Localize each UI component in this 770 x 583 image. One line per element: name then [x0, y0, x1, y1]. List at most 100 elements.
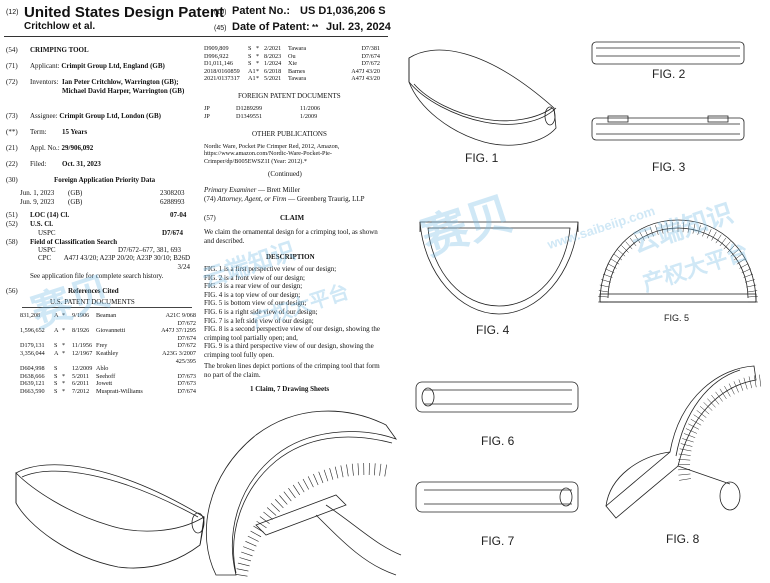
description-text: is a third perspective view of our desig…	[204, 342, 374, 359]
fig7-drawing	[415, 481, 579, 513]
description-text: is bottom view of our design;	[222, 299, 307, 308]
fig3-drawing	[591, 115, 745, 141]
description-text: is a right side view of our design;	[222, 308, 318, 316]
fig8-label: FIG. 8	[666, 532, 700, 546]
reference-star: *	[62, 350, 66, 357]
description-line: FIG. 2 is a front view of our design;	[204, 274, 384, 283]
reference-kind: S	[248, 52, 252, 60]
reference-num: D663,590	[20, 388, 45, 395]
field-uspc-label: USPC	[38, 246, 56, 254]
reference-num: D604,998	[20, 365, 45, 373]
refs-sub: U.S. PATENT DOCUMENTS	[50, 298, 135, 306]
foreign-heading: FOREIGN PATENT DOCUMENTS	[238, 92, 341, 100]
fig1-drawing	[408, 49, 557, 146]
priority-country-1: (GB)	[68, 189, 83, 197]
reference-cls: A47J 43/20	[351, 67, 380, 75]
description-line: FIG. 8 is a second perspective view of o…	[204, 325, 384, 342]
description-fig: FIG. 1	[204, 265, 223, 273]
patent-no-label: Patent No.:	[232, 5, 291, 17]
field-cpc: A47J 43/20; A23P 20/20; A23P 30/10; B26D…	[63, 254, 190, 271]
reference-star: *	[256, 45, 260, 52]
reference-date: 8/2023	[264, 52, 282, 60]
reference-cls: D7/674	[177, 334, 196, 342]
reference-star: *	[256, 52, 260, 60]
description-text: is a first perspective view of our desig…	[222, 265, 337, 273]
description-line: FIG. 1 is a first perspective view of ou…	[204, 265, 384, 274]
description-heading: DESCRIPTION	[266, 253, 315, 261]
us-class-uspc-label: USPC	[38, 229, 56, 237]
reference-kind: A	[54, 327, 59, 335]
attorney: (74) Attorney, Agent, or Firm — Greenber…	[204, 195, 365, 203]
description-line: FIG. 6 is a right side view of our desig…	[204, 308, 384, 317]
reference-cls: D7/673	[177, 380, 196, 388]
reference-cls: D7/674	[177, 388, 196, 395]
fig7-label: FIG. 7	[481, 534, 515, 548]
reference-star: *	[62, 380, 66, 388]
inventor-short: Critchlow et al.	[24, 21, 96, 32]
reference-cls: D7/672	[177, 342, 196, 350]
reference-cls: A47J 37/1295	[161, 327, 196, 335]
other-continued: (Continued)	[268, 170, 302, 178]
reference-kind: S	[248, 45, 252, 52]
reference-num: 3,356,044	[20, 350, 45, 357]
reference-num: 2018/0160859	[204, 67, 240, 75]
claim-heading: CLAIM	[280, 214, 305, 222]
reference-num: 1,596,652	[20, 327, 45, 335]
reference-name: Beaman	[96, 312, 117, 319]
reference-num: D1,011,146	[204, 60, 233, 68]
fig4-drawing	[419, 221, 579, 315]
reference-kind: S	[54, 365, 58, 373]
patent-date: Jul. 23, 2024	[326, 21, 391, 33]
field-uspc: D7/672–677, 381, 693	[118, 246, 181, 254]
priority-country-2: (GB)	[68, 198, 83, 206]
foreign-date-2: 1/2009	[300, 113, 318, 120]
reference-star: *	[62, 327, 66, 335]
reference-date: 6/2018	[264, 67, 282, 75]
reference-cls: 425/395	[175, 357, 196, 365]
description-fig: FIG. 8	[204, 325, 223, 334]
fig2-label: FIG. 2	[652, 67, 686, 81]
reference-kind: A	[54, 312, 59, 319]
reference-date: 12/1967	[72, 350, 93, 357]
reference-star: *	[62, 312, 66, 319]
reference-cls: A21C 9/068	[165, 312, 196, 319]
primary-examiner: Primary Examiner — Brett Miller	[204, 186, 301, 194]
reference-kind: A	[54, 350, 59, 357]
description-line: FIG. 4 is a top view of our design;	[204, 291, 384, 300]
header-rule	[4, 36, 388, 37]
reference-date: 8/1926	[72, 327, 90, 335]
claim-text: We claim the ornamental design for a cri…	[204, 228, 378, 245]
reference-name: Seehoff	[96, 372, 116, 380]
open-tool-drawing	[206, 410, 402, 577]
reference-num: D996,922	[204, 52, 229, 60]
reference-name: Frey	[96, 342, 108, 350]
reference-cls: D7/672	[177, 319, 196, 327]
reference-date: 9/1906	[72, 312, 90, 319]
date-marker: **	[312, 23, 319, 32]
reference-date: 5/2021	[264, 75, 282, 83]
reference-num: 2021/0137317	[204, 75, 240, 83]
claim-code: (57)	[204, 214, 216, 222]
fig6-drawing	[415, 381, 579, 413]
reference-star: *	[62, 372, 66, 380]
foreign-date-1: 11/2006	[300, 105, 321, 112]
description-text: is a top view of our design;	[222, 290, 301, 299]
fig4-label: FIG. 4	[476, 323, 510, 337]
reference-kind: A1	[248, 67, 256, 75]
reference-name: Jowett	[96, 380, 113, 388]
fig1-label: FIG. 1	[465, 151, 499, 165]
field-cpc-label: CPC	[38, 254, 52, 262]
reference-kind: S	[54, 388, 58, 395]
front-page-drawing	[15, 464, 205, 569]
field-note: See application file for complete search…	[30, 272, 164, 280]
reference-cls: D7/672	[361, 60, 380, 68]
foreign-cc-1: JP	[204, 105, 210, 112]
description-fig: FIG. 5	[204, 299, 223, 308]
description-line: FIG. 5 is bottom view of our design;	[204, 299, 384, 308]
reference-kind: S	[54, 342, 58, 350]
reference-star: *	[62, 342, 66, 350]
priority-num-2: 6288993	[160, 198, 185, 206]
description-text: is a second perspective view of our desi…	[204, 325, 380, 342]
reference-cls: D7/381	[361, 45, 380, 52]
description-fig: FIG. 3	[204, 282, 223, 291]
